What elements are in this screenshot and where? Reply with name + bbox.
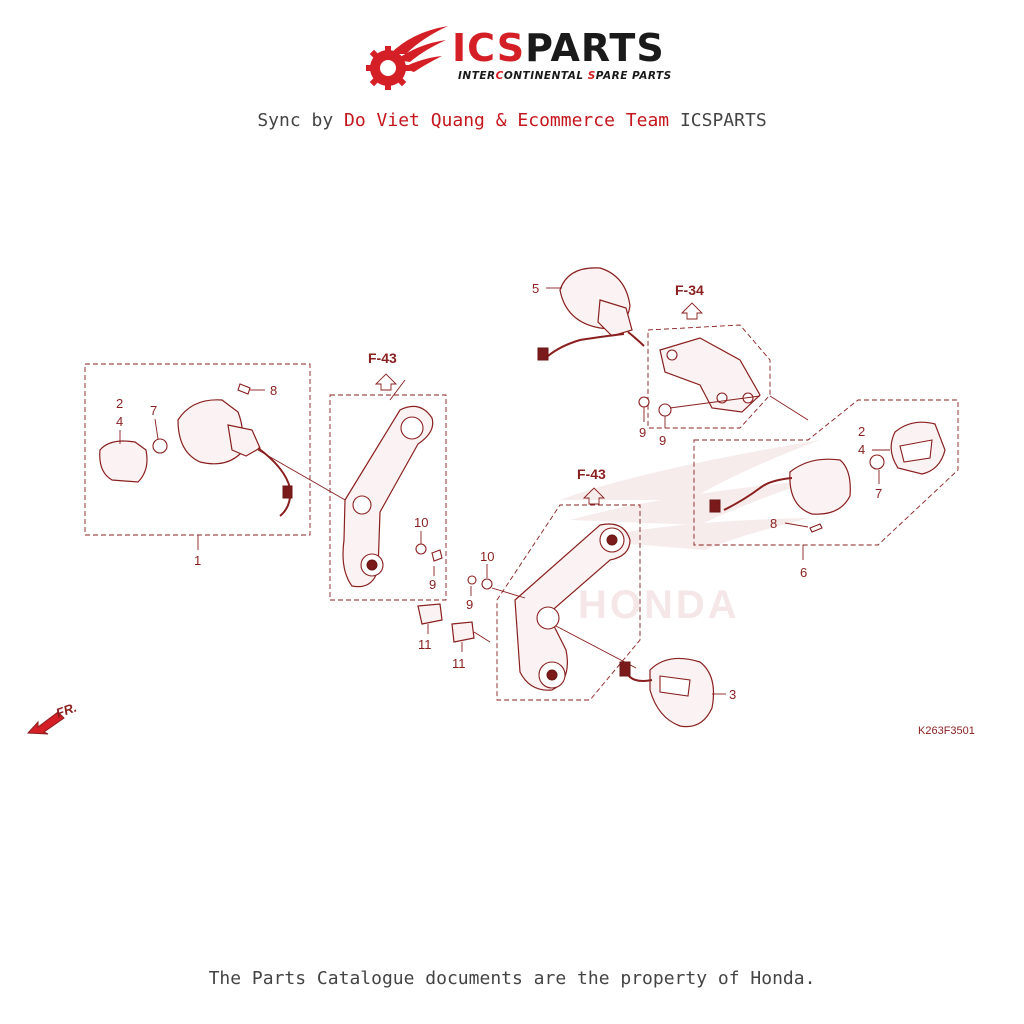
brand-tagline: INTERCONTINENTAL SPARE PARTS — [458, 70, 672, 82]
callout-2-left: 2 — [116, 396, 123, 411]
honda-watermark: HONDA — [560, 440, 820, 627]
left-winker-assembly: 2 4 7 8 1 — [84, 363, 381, 568]
wing-gear-icon — [366, 26, 448, 90]
icsparts-logo: ICSPARTS INTERCONTINENTAL SPARE PARTS — [360, 24, 672, 90]
arrow-up-f43-center — [582, 487, 606, 505]
assembly-1-outline — [84, 363, 311, 536]
stay-left-body — [342, 405, 434, 588]
nut-9-b — [658, 403, 672, 417]
screw-left — [237, 383, 251, 395]
front-direction-arrow: FR. — [26, 700, 79, 735]
callout-9-left: 9 — [429, 577, 436, 592]
lens-left — [99, 440, 148, 483]
sync-credit: Sync by Do Viet Quang & Ecommerce Team I… — [257, 110, 767, 131]
bulb-left — [152, 438, 168, 454]
callout-7-right: 7 — [875, 486, 882, 501]
nut-9-a — [638, 396, 650, 408]
nut-9-center — [467, 575, 477, 585]
clip-11-left — [417, 603, 443, 625]
ref-f43-left: F-43 — [368, 350, 397, 366]
bulb-right — [869, 454, 885, 470]
bracket-body — [659, 337, 761, 413]
connector-left — [282, 485, 293, 499]
stay-left-outline — [329, 394, 447, 601]
callout-9-center: 9 — [466, 597, 473, 612]
washer-10-left — [415, 543, 427, 555]
callout-2-right: 2 — [858, 424, 865, 439]
clip-11-center — [451, 621, 475, 643]
callout-11-left: 11 — [418, 637, 432, 652]
socket-left — [227, 424, 261, 457]
fr-label: FR. — [54, 700, 79, 721]
winker-item-5-and-bracket: 5 F-34 9 9 — [532, 267, 771, 448]
callout-1: 1 — [194, 553, 201, 568]
callout-8-left: 8 — [270, 383, 277, 398]
stay-center-outline — [496, 504, 641, 701]
housing-6 — [789, 458, 851, 515]
left-stay: F-43 10 9 11 — [329, 350, 447, 652]
winker-item-3: 3 — [619, 657, 736, 728]
bracket-outline — [647, 324, 771, 429]
right-winker-assembly: 2 4 7 8 6 — [693, 395, 959, 580]
nut-9-left — [431, 549, 443, 562]
callout-10-center: 10 — [480, 549, 494, 564]
arrow-up-f43-left — [374, 373, 398, 391]
fr-arrow-icon — [26, 711, 65, 735]
callout-9-top-a: 9 — [639, 425, 646, 440]
callout-8-right: 8 — [770, 516, 777, 531]
brand-name: ICSPARTS — [452, 26, 665, 70]
watermark-text: HONDA — [578, 583, 740, 627]
arrow-up-f34 — [680, 302, 704, 320]
screw-right — [809, 523, 823, 533]
center-stay: F-43 10 9 11 — [451, 466, 641, 701]
callout-9-top-b: 9 — [659, 433, 666, 448]
assembly-6-outline — [693, 399, 959, 546]
callout-3: 3 — [729, 687, 736, 702]
copyright-footer: The Parts Catalogue documents are the pr… — [208, 968, 816, 989]
callout-4-right: 4 — [858, 442, 865, 457]
callout-4-left: 4 — [116, 414, 123, 429]
callout-7-left: 7 — [150, 403, 157, 418]
washer-10-center — [481, 578, 493, 590]
callout-6: 6 — [800, 565, 807, 580]
callout-5: 5 — [532, 281, 539, 296]
ref-f43-center: F-43 — [577, 466, 606, 482]
callout-11-center: 11 — [452, 656, 466, 671]
callout-10-left: 10 — [414, 515, 428, 530]
wire-left — [257, 447, 292, 517]
ref-f34: F-34 — [675, 282, 704, 298]
drawing-code: K263F3501 — [918, 725, 975, 737]
